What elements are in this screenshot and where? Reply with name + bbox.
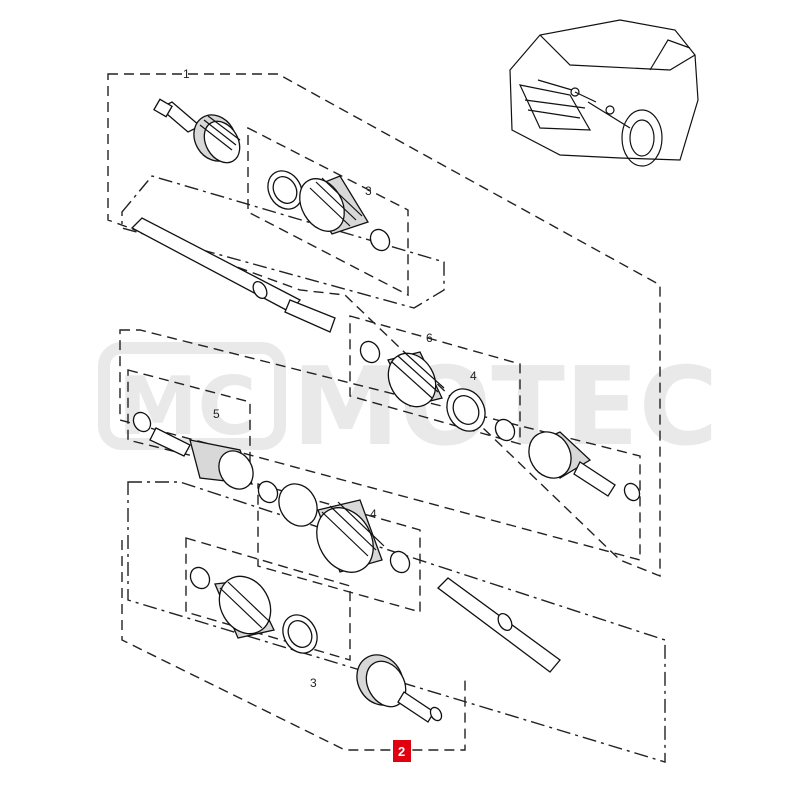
inner-joint-5-parts xyxy=(132,411,254,490)
boot-kit-right-parts xyxy=(359,340,516,442)
watermark-logo-text: MC xyxy=(118,360,256,453)
outer-cv-joint-bottom xyxy=(356,654,443,723)
boot-kit-right-outline xyxy=(349,315,521,445)
inner-tripod-joint-right xyxy=(528,431,641,502)
boot-kit-top-outline xyxy=(247,126,409,297)
callout-1: 1 xyxy=(183,67,190,81)
assembly-main-outline xyxy=(121,540,466,751)
badge-background xyxy=(393,740,411,762)
callout-3-bottom: 3 xyxy=(310,676,317,690)
boot-kit-left-parts xyxy=(257,480,411,574)
assembly-main-upper-outline xyxy=(119,329,641,561)
callout-4-left: 4 xyxy=(370,507,377,521)
shaft-top-outline xyxy=(121,175,445,309)
drive-shaft-top xyxy=(130,217,336,333)
boot-kit-top-parts xyxy=(267,170,391,252)
boot-kit-bottom-outline xyxy=(185,537,351,661)
drive-shaft-bottom xyxy=(437,577,561,673)
callout-labels: 1 3 6 4 5 4 3 xyxy=(183,67,477,690)
callout-4-right: 4 xyxy=(470,369,477,383)
callout-3-top: 3 xyxy=(365,184,372,198)
assembly-2-badge[interactable]: 2 xyxy=(393,740,411,762)
callout-5: 5 xyxy=(213,407,220,421)
assembly-main-lower-outline xyxy=(127,481,666,763)
badge-label: 2 xyxy=(398,744,405,759)
boot-kit-bottom-parts xyxy=(189,566,318,654)
watermark: MC MOTEC xyxy=(98,342,718,470)
watermark-brand-text: MOTEC xyxy=(292,345,718,470)
outer-cv-joint-top xyxy=(153,98,241,164)
car-front-view-icon xyxy=(509,19,699,167)
callout-6: 6 xyxy=(426,331,433,345)
